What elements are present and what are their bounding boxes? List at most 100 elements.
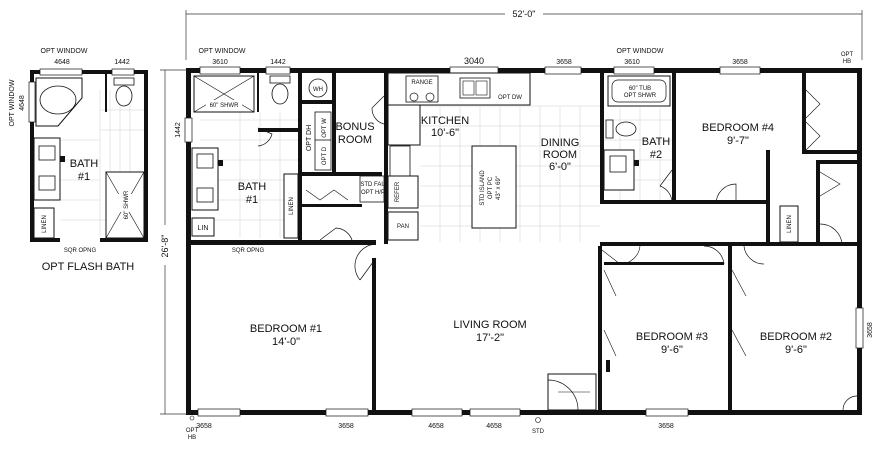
bedroom4-name: BEDROOM #4 <box>702 122 774 134</box>
bottom-window-size-5: 3658 <box>658 423 674 430</box>
bath1-main: 60" SHWR BATH #1 LIN LINEN SQR OPNG <box>191 73 300 254</box>
pan-label: PAN <box>397 224 409 230</box>
bottom-window-size-2: 3658 <box>338 423 354 430</box>
bedroom1-size: 14'-0" <box>272 336 300 348</box>
overall-depth-label: 26'-8" <box>160 235 170 258</box>
bonus-room-line2: ROOM <box>338 134 372 146</box>
refrigerator <box>387 175 419 209</box>
std-fau-label: STD FAU <box>360 182 385 188</box>
alt-bath-name: BATH <box>70 158 99 170</box>
kitchen-name: KITCHEN <box>421 115 469 127</box>
alt-bath-side-window-label: OPT WINDOW <box>9 79 16 126</box>
top-window-size-6: 3658 <box>732 59 748 66</box>
top-window-size-3: 3040 <box>464 56 484 66</box>
right-window <box>855 307 864 349</box>
wh-label: WH <box>313 87 323 93</box>
alt-bath-window-top <box>39 68 83 76</box>
bath2-name: BATH <box>642 136 671 148</box>
bath1-lin <box>191 217 215 237</box>
kitchen-island <box>471 145 517 229</box>
alt-bath-side-window-size: 4648 <box>19 95 26 111</box>
bonus-area: WH OPT W OPT D OPT DH BONUS ROOM STD FAU… <box>302 72 388 244</box>
alt-bath-window-small <box>111 68 135 76</box>
pantry <box>387 211 419 241</box>
top-window-size-1: 3610 <box>212 59 228 66</box>
opt-hb-top: HB <box>843 59 851 65</box>
island-line1: STD ISLAND <box>480 170 486 206</box>
top-window-size-2: 1442 <box>270 59 286 66</box>
alt-bath-toilet <box>113 77 135 107</box>
opt-hb-bottom-symbol <box>189 415 195 421</box>
refer-label: REFER <box>395 181 401 202</box>
furnace <box>359 175 385 203</box>
top-window-label-left: OPT WINDOW <box>199 48 246 55</box>
alt-bath-window-size: 4648 <box>54 59 70 66</box>
bottom-window-size-1: 3658 <box>196 423 212 430</box>
bath2: 60" TUB OPT SHWR BATH #2 <box>603 75 672 200</box>
opt-hp-label: OPT H/P <box>361 190 385 196</box>
bath1-name: BATH <box>238 181 267 193</box>
dining-size: 6'-0" <box>549 161 571 173</box>
overall-width-label: 52'-0" <box>513 9 536 19</box>
island-line2: OPT PC <box>488 176 494 199</box>
bath2-number: #2 <box>650 149 662 161</box>
opt-dw-label: OPT DW <box>498 95 522 101</box>
alt-bath-linen-label: LINEN <box>42 215 48 233</box>
island-line3: 43" x 69" <box>496 176 502 200</box>
right-window-size: 3658 <box>867 322 874 338</box>
opt-d-label: OPT D <box>322 146 328 165</box>
bath1-linen-label: LINEN <box>289 197 295 215</box>
living-room-name: LIVING ROOM <box>453 319 526 331</box>
overall-width-dimension: 52'-0" <box>185 7 863 60</box>
water-heater <box>308 78 328 98</box>
bath2-tub <box>607 75 671 107</box>
std-label: STD <box>532 429 545 435</box>
bedroom4-size: 9'-7" <box>727 135 749 147</box>
opt-hb-top-line1: OPT <box>841 52 854 58</box>
kitchen-sink <box>459 77 491 99</box>
bottom-window-size-3: 4658 <box>428 423 444 430</box>
range <box>405 75 439 103</box>
opt-washer-dryer <box>314 111 332 171</box>
opt-dh-label: OPT DH <box>306 125 313 151</box>
alt-bath-opening: SQR OPNG <box>64 248 97 254</box>
dining-name: DINING <box>541 137 580 149</box>
alt-bath-shower-label: 60" SHWR <box>124 190 130 219</box>
alt-bath-caption: OPT FLASH BATH <box>42 261 135 273</box>
bath1-number: #1 <box>246 194 258 206</box>
kitchen-size: 10'-6" <box>431 127 459 139</box>
dining-name2: ROOM <box>543 149 577 161</box>
bedroom2-size: 9'-6" <box>785 344 807 356</box>
bedroom3-size: 9'-6" <box>661 344 683 356</box>
top-window-label-right: OPT WINDOW <box>617 48 664 55</box>
bedroom2-name: BEDROOM #2 <box>760 331 832 343</box>
opt-hb-bottom-line1: OPT <box>186 428 199 434</box>
alt-bath-number: #1 <box>78 171 90 183</box>
alt-bath-linen <box>33 207 55 239</box>
bath2-tub-label2: OPT SHWR <box>624 93 657 99</box>
std-symbol <box>535 417 541 423</box>
alt-bath-window-label: OPT WINDOW <box>41 48 88 55</box>
bath2-toilet <box>605 119 637 139</box>
bath2-tub-label: 60" TUB <box>629 86 651 92</box>
bath1-lin-label: LIN <box>198 225 209 232</box>
alt-bath-window-side <box>28 81 36 123</box>
linen-right-label: LINEN <box>787 215 793 233</box>
alt-bath-corner-tub <box>35 77 83 127</box>
left-window <box>184 117 193 143</box>
bedroom4: BEDROOM #4 9'-7" <box>702 72 857 205</box>
bedroom3-name: BEDROOM #3 <box>636 331 708 343</box>
alt-bath-window-small-size: 1442 <box>114 59 130 66</box>
bath1-opening: SQR OPNG <box>232 248 265 254</box>
entry-door <box>547 373 597 411</box>
bottom-windows <box>197 408 689 417</box>
top-windows <box>199 66 761 75</box>
bottom-window-size-4: 4658 <box>486 423 502 430</box>
opt-flash-bath-inset: OPT WINDOW 4648 1442 OPT WINDOW 4648 BAT… <box>9 48 148 273</box>
opt-w-label: OPT W <box>322 118 328 138</box>
left-window-size: 1442 <box>175 122 182 138</box>
top-window-size-4: 3658 <box>556 59 572 66</box>
bedroom1-name: BEDROOM #1 <box>250 323 322 335</box>
bonus-room-line1: BONUS <box>335 121 374 133</box>
